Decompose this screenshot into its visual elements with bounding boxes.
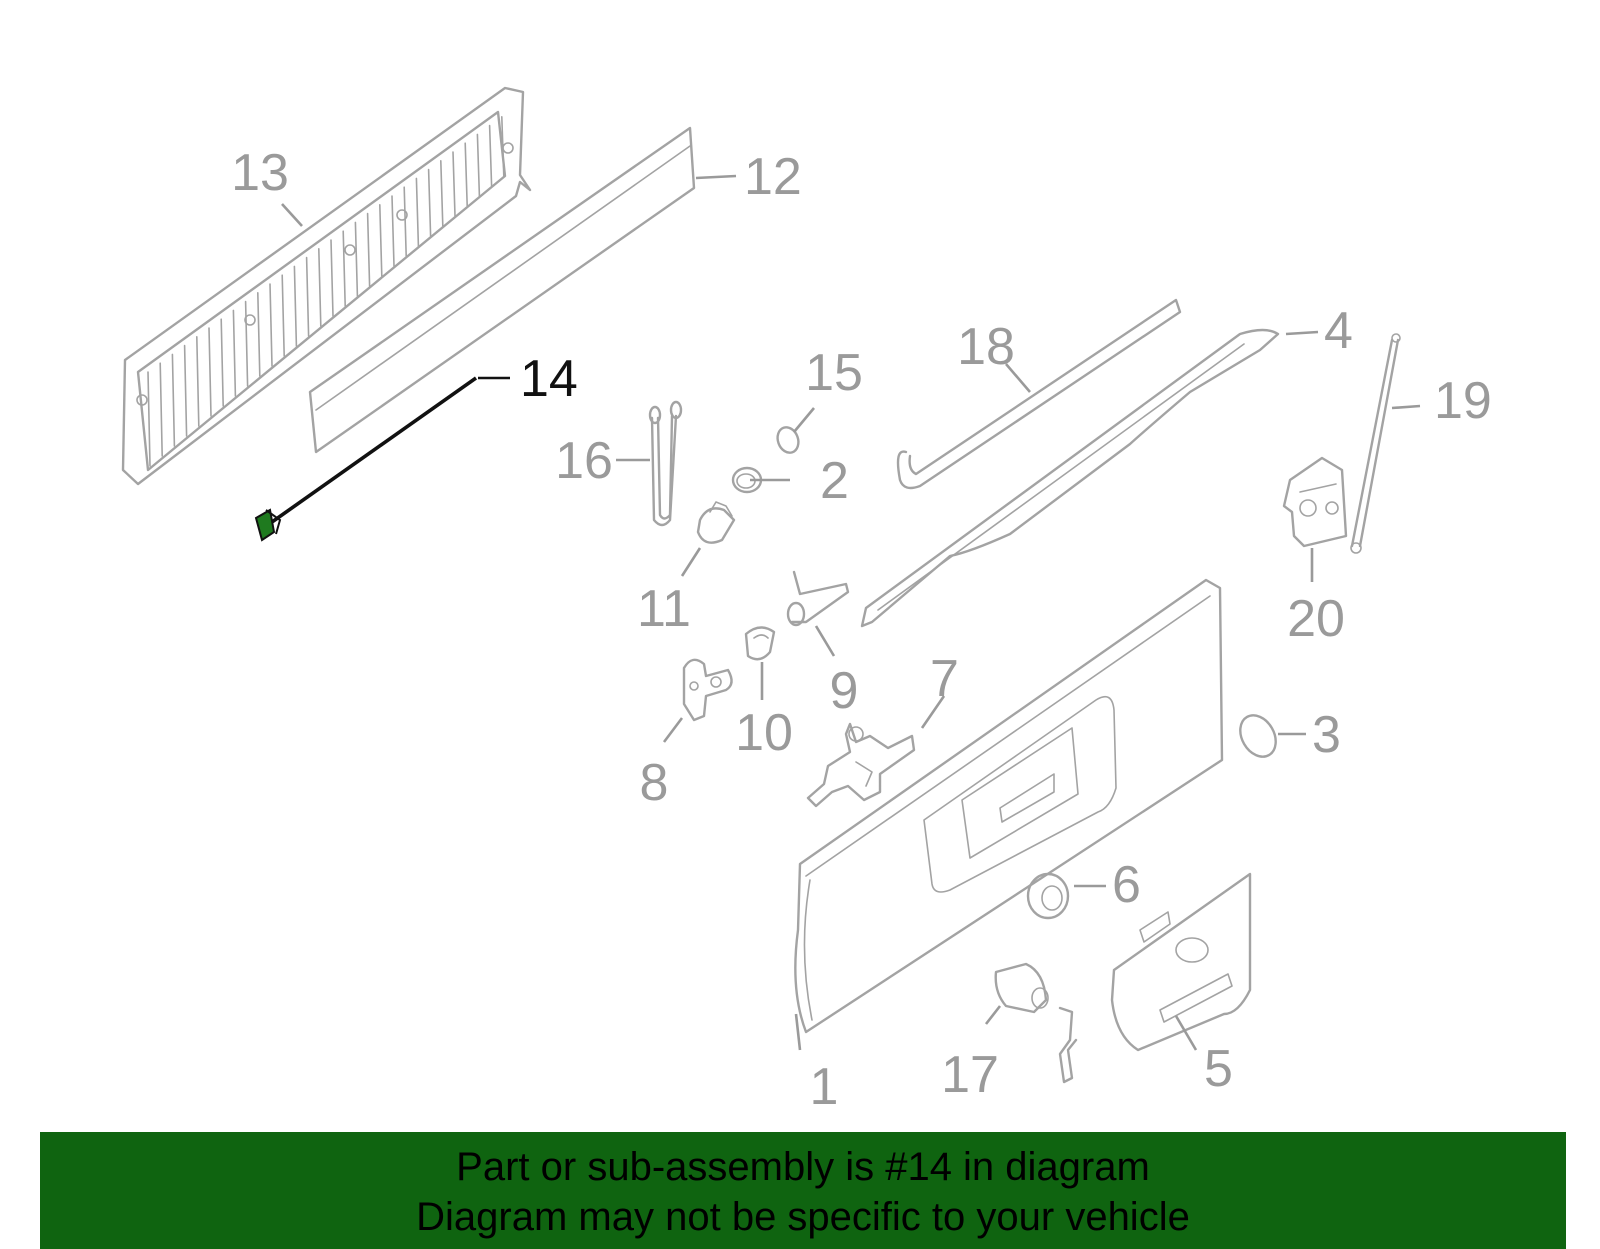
part-8-hinge[interactable] <box>682 658 733 722</box>
callout-13: 13 <box>231 144 289 202</box>
trim-panel-slat <box>318 248 322 327</box>
callout-17: 17 <box>941 1046 999 1104</box>
trim-panel-slat <box>147 371 151 467</box>
callout-14: 14 <box>520 350 578 408</box>
trim-panel-slat <box>183 344 188 437</box>
info-banner: Part or sub-assembly is #14 in diagram D… <box>40 1132 1566 1249</box>
trim-panel-slat <box>281 274 285 357</box>
callout-20: 20 <box>1287 590 1345 648</box>
part-7-latch[interactable] <box>806 722 916 808</box>
callout-9: 9 <box>830 662 859 720</box>
callout-3: 3 <box>1312 706 1341 764</box>
part-12-protector-strip[interactable] <box>308 126 696 454</box>
trim-panel-slat <box>440 160 444 227</box>
callout-7: 7 <box>930 650 959 708</box>
trim-panel-slat <box>391 195 395 267</box>
part-17-lock-cylinder[interactable] <box>994 962 1078 1084</box>
trim-panel-slat <box>257 292 261 377</box>
callout-labels: 1 2 3 4 5 6 7 8 9 10 11 12 13 14 15 16 1… <box>231 144 1492 1116</box>
callout-15: 15 <box>805 344 863 402</box>
banner-part-note: Part or sub-assembly is #14 in diagram <box>456 1145 1150 1189</box>
trim-panel-slat <box>354 221 359 297</box>
part-9-bracket[interactable] <box>786 570 850 627</box>
trim-panel-slat <box>196 336 200 427</box>
banner-disclaimer: Diagram may not be specific to your vehi… <box>416 1195 1190 1239</box>
trim-panel-slat <box>403 186 407 257</box>
part-15-cap[interactable] <box>774 424 802 455</box>
part-13-trim-panel[interactable] <box>121 86 532 486</box>
callout-18: 18 <box>957 318 1015 376</box>
trim-panel-slat <box>488 124 493 187</box>
callout-11: 11 <box>637 580 691 638</box>
trim-panel-slat <box>159 362 163 457</box>
trim-panel-slat <box>305 256 310 337</box>
part-11-bushing[interactable] <box>696 501 736 544</box>
part-1-tailgate[interactable] <box>794 578 1224 1034</box>
callout-2: 2 <box>820 452 849 510</box>
trim-panel-slat <box>293 265 298 347</box>
trim-panel-slat <box>244 300 249 387</box>
part-20-latch-bracket[interactable] <box>1282 456 1348 548</box>
callout-16: 16 <box>555 432 613 490</box>
trim-panel-slat <box>330 239 334 317</box>
callout-12: 12 <box>744 148 802 206</box>
trim-panel-slat <box>269 283 273 367</box>
trim-panel-slat <box>366 212 371 287</box>
part-3-cap[interactable] <box>1233 709 1283 763</box>
part-5-handle[interactable] <box>1110 872 1252 1052</box>
trim-panel-slat <box>208 327 212 417</box>
callout-8: 8 <box>640 754 669 812</box>
trim-panel-slat <box>232 309 237 397</box>
trim-panel-slat <box>427 168 432 237</box>
trim-panel-slat <box>379 204 383 277</box>
part-18-rod[interactable] <box>896 298 1182 490</box>
trim-panel-slat <box>342 230 346 307</box>
trim-panel-slat <box>415 177 420 247</box>
part-6-bezel[interactable] <box>1026 872 1070 920</box>
trim-panel-slat <box>171 353 176 447</box>
part-10-grommet[interactable] <box>744 626 776 661</box>
part-16-hook[interactable] <box>648 400 683 527</box>
leader-lines <box>281 174 1421 1051</box>
part-19-support-rod[interactable] <box>1350 333 1401 554</box>
callout-6: 6 <box>1112 856 1141 914</box>
trim-panel-slat <box>464 142 468 207</box>
callout-1: 1 <box>810 1058 839 1116</box>
callout-19: 19 <box>1434 372 1492 430</box>
part-14-cable-assembly[interactable] <box>254 376 478 542</box>
callout-10: 10 <box>735 704 793 762</box>
callout-5: 5 <box>1204 1040 1233 1098</box>
trim-panel-slat <box>476 133 481 197</box>
trim-panel-slat <box>220 318 224 407</box>
part-4-molding[interactable] <box>860 328 1280 628</box>
trim-panel-slat <box>452 151 456 217</box>
callout-4: 4 <box>1324 302 1353 360</box>
